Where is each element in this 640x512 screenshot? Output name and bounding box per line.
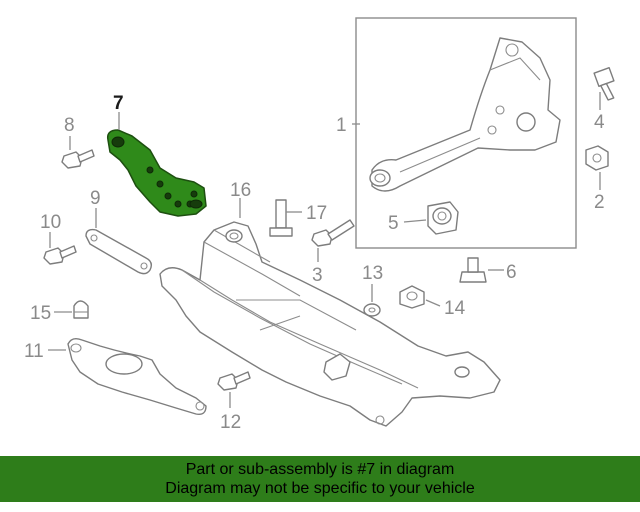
callout-4: 4 (594, 112, 605, 133)
toe-link-part-9[interactable] (85, 228, 153, 275)
callout-5: 5 (388, 213, 399, 234)
callout-11: 11 (24, 341, 44, 362)
stud-bolt-part-6[interactable] (459, 257, 487, 283)
parts-diagram: 1 4 2 5 6 7 8 9 10 15 11 12 16 17 3 13 1… (24, 17, 615, 433)
callout-2: 2 (594, 192, 605, 213)
lower-arm-part-11[interactable] (67, 337, 207, 416)
bolt-part-3[interactable] (311, 219, 355, 247)
lateral-arm-part-7[interactable] (106, 129, 207, 217)
callout-12: 12 (220, 412, 241, 433)
banner-line-2: Diagram may not be specific to your vehi… (165, 480, 475, 497)
callout-15: 15 (30, 303, 51, 324)
subframe-part-16[interactable] (159, 221, 501, 427)
cap-part-15[interactable] (73, 300, 89, 319)
trailing-arm-part[interactable] (369, 37, 561, 192)
callout-8: 8 (64, 115, 75, 136)
diagram-notice-banner: Part or sub-assembly is #7 in diagram Di… (0, 456, 640, 502)
callout-10: 10 (40, 212, 61, 233)
washer-part-13[interactable] (363, 303, 381, 317)
stud-part-17[interactable] (269, 199, 293, 237)
bushing-part[interactable] (427, 201, 459, 235)
bolt-part-10[interactable] (43, 245, 77, 265)
callout-13: 13 (362, 263, 383, 284)
callout-9: 9 (90, 188, 101, 209)
bolt-part-12[interactable] (217, 371, 251, 391)
banner-line-1: Part or sub-assembly is #7 in diagram (185, 461, 455, 478)
callout-7: 7 (113, 93, 124, 114)
callout-17: 17 (306, 203, 327, 224)
nut-part-14[interactable] (399, 285, 425, 309)
callout-16: 16 (230, 180, 251, 201)
nut-part-2[interactable] (585, 145, 609, 171)
callout-14: 14 (444, 298, 466, 319)
bolt-part-4[interactable] (593, 66, 615, 101)
callout-3: 3 (312, 265, 323, 286)
leader-lines (48, 92, 601, 408)
callout-6: 6 (506, 262, 517, 283)
bolt-part-8[interactable] (61, 149, 95, 169)
callout-1: 1 (336, 115, 347, 136)
